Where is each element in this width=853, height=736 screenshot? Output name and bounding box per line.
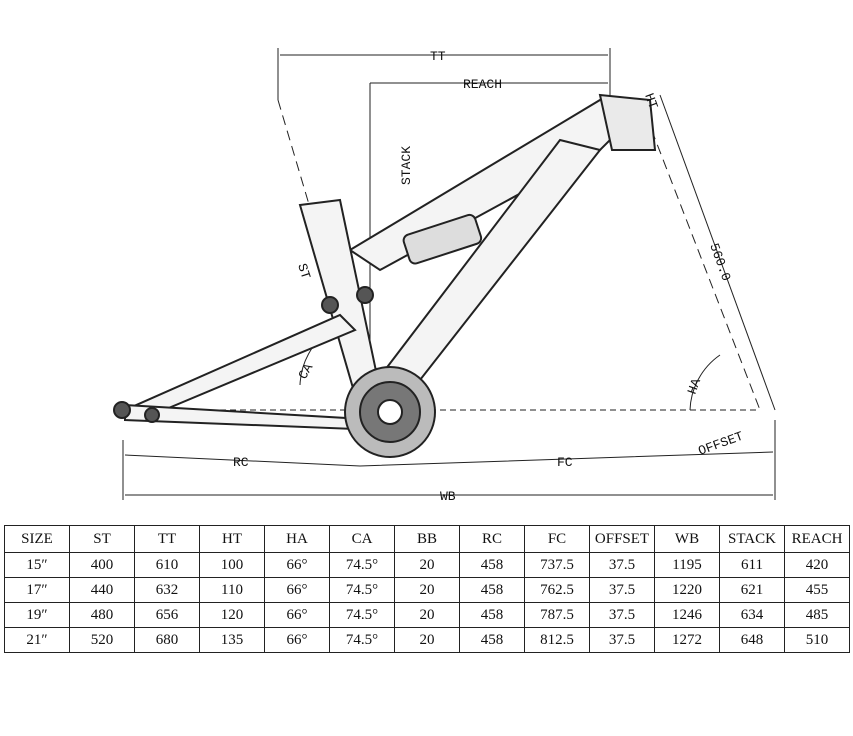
column-header: RC — [459, 525, 525, 553]
table-cell: 458 — [459, 552, 525, 578]
table-cell: 74.5° — [329, 577, 395, 603]
column-header: BB — [394, 525, 460, 553]
column-header: CA — [329, 525, 395, 553]
table-cell: 1220 — [654, 577, 720, 603]
table-cell: 621 — [719, 577, 785, 603]
table-cell: 17″ — [4, 577, 70, 603]
table-cell: 20 — [394, 602, 460, 628]
table-cell: 648 — [719, 627, 785, 653]
table-cell: 20 — [394, 552, 460, 578]
column-header: WB — [654, 525, 720, 553]
label-st: ST — [294, 262, 313, 282]
column-header: FC — [524, 525, 590, 553]
table-cell: 458 — [459, 602, 525, 628]
label-ht: HT — [641, 91, 660, 111]
table-cell: 100 — [199, 552, 265, 578]
table-cell: 520 — [69, 627, 135, 653]
label-stack: STACK — [399, 146, 414, 185]
table-cell: 66° — [264, 627, 330, 653]
column-header: HA — [264, 525, 330, 553]
table-cell: 485 — [784, 602, 850, 628]
table-cell: 74.5° — [329, 602, 395, 628]
table-cell: 400 — [69, 552, 135, 578]
table-cell: 37.5 — [589, 552, 655, 578]
table-cell: 74.5° — [329, 627, 395, 653]
column-header: STACK — [719, 525, 785, 553]
rc-fc-dimension-line — [124, 451, 774, 467]
frame-geometry-diagram: TT REACH STACK HT 560.0 ST CA HA OFFSET … — [113, 48, 776, 504]
table-cell: 74.5° — [329, 552, 395, 578]
table-cell: 120 — [199, 602, 265, 628]
label-tt: TT — [430, 49, 446, 64]
label-rc: RC — [233, 455, 249, 470]
table-cell: 37.5 — [589, 577, 655, 603]
table-cell: 762.5 — [524, 577, 590, 603]
table-cell: 420 — [784, 552, 850, 578]
table-cell: 610 — [134, 552, 200, 578]
table-cell: 66° — [264, 552, 330, 578]
table-cell: 812.5 — [524, 627, 590, 653]
table-cell: 656 — [134, 602, 200, 628]
table-cell: 680 — [134, 627, 200, 653]
table-cell: 480 — [69, 602, 135, 628]
table-cell: 458 — [459, 577, 525, 603]
table-cell: 510 — [784, 627, 850, 653]
column-header: OFFSET — [589, 525, 655, 553]
table-cell: 66° — [264, 577, 330, 603]
table-cell: 37.5 — [589, 627, 655, 653]
column-header: REACH — [784, 525, 850, 553]
table-cell: 787.5 — [524, 602, 590, 628]
table-cell: 1272 — [654, 627, 720, 653]
table-cell: 1246 — [654, 602, 720, 628]
column-header: SIZE — [4, 525, 70, 553]
label-560: 560.0 — [706, 241, 733, 283]
bike-frame — [113, 93, 657, 458]
label-fc: FC — [557, 455, 573, 470]
table-cell: 20 — [394, 577, 460, 603]
length-560-dimension — [659, 94, 776, 411]
table-cell: 611 — [719, 552, 785, 578]
table-cell: 21″ — [4, 627, 70, 653]
table-cell: 110 — [199, 577, 265, 603]
table-cell: 1195 — [654, 552, 720, 578]
column-header: TT — [134, 525, 200, 553]
label-wb: WB — [440, 489, 456, 504]
table-cell: 458 — [459, 627, 525, 653]
table-cell: 20 — [394, 627, 460, 653]
table-cell: 634 — [719, 602, 785, 628]
table-cell: 440 — [69, 577, 135, 603]
table-cell: 66° — [264, 602, 330, 628]
column-header: HT — [199, 525, 265, 553]
table-cell: 455 — [784, 577, 850, 603]
table-cell: 19″ — [4, 602, 70, 628]
table-cell: 15″ — [4, 552, 70, 578]
ha-arc — [689, 354, 721, 411]
table-cell: 737.5 — [524, 552, 590, 578]
label-reach: REACH — [463, 77, 502, 92]
column-header: ST — [69, 525, 135, 553]
table-cell: 37.5 — [589, 602, 655, 628]
label-ha: HA — [685, 376, 704, 396]
table-cell: 135 — [199, 627, 265, 653]
label-ca: CA — [295, 361, 316, 382]
table-cell: 632 — [134, 577, 200, 603]
head-tube-axis — [639, 99, 761, 411]
